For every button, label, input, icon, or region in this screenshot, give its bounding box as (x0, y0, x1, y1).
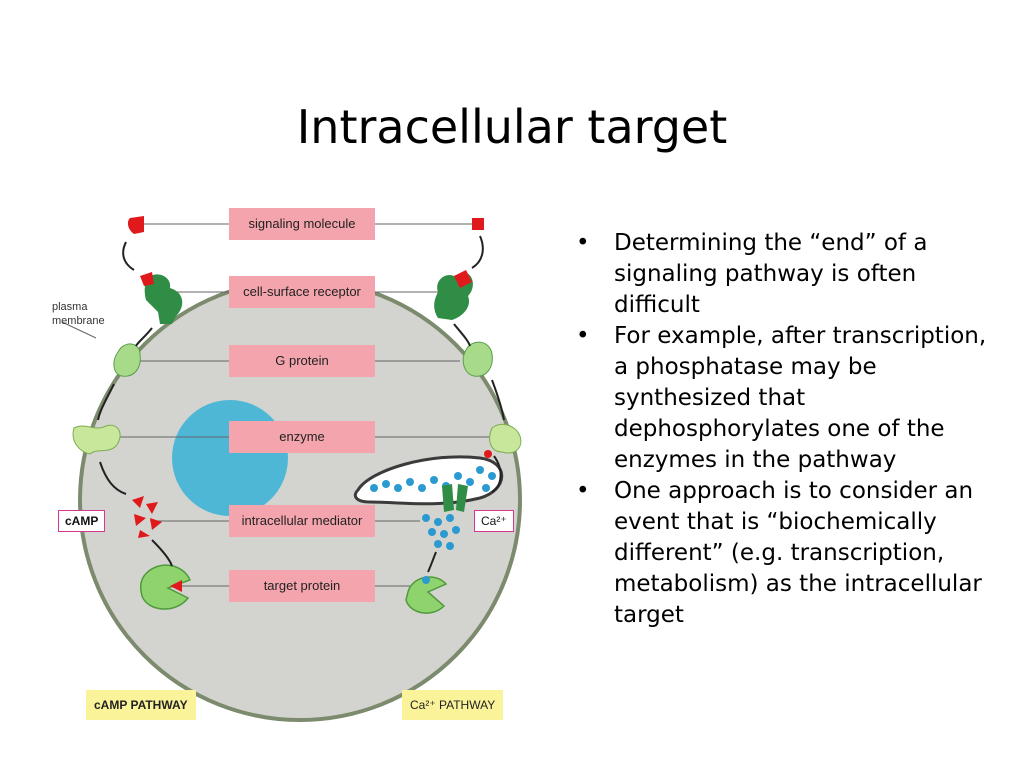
bullet-item: For example, after transcription, a phos… (574, 321, 994, 476)
g-protein-left (113, 343, 141, 377)
ip3-signal (484, 450, 492, 458)
ca-channel (442, 484, 468, 512)
membrane-pointer (61, 321, 97, 339)
receptor-left (144, 274, 183, 324)
bound-signal-right (454, 270, 472, 288)
bullet-item: One approach is to consider an event tha… (574, 476, 994, 631)
calcium-label: Ca²⁺ (474, 510, 514, 532)
bullet-item: Determining the “end” of a signaling pat… (574, 228, 994, 321)
step-target-protein: target protein (229, 570, 375, 602)
step-cell-surface-receptor: cell-surface receptor (229, 276, 375, 308)
camp-label: cAMP (58, 510, 106, 532)
camp-bound (170, 580, 182, 592)
enzyme-right (489, 423, 522, 454)
arrows-left (97, 241, 173, 567)
bullet-list: Determining the “end” of a signaling pat… (574, 228, 994, 631)
calcium-pathway-label: Ca²⁺ PATHWAY (402, 690, 504, 720)
step-signaling-molecule: signaling molecule (229, 208, 375, 240)
signal-molecule-left (127, 216, 144, 234)
arrows-right (427, 235, 505, 573)
plasma-membrane-label: plasma membrane (52, 301, 105, 327)
target-protein-right (405, 576, 448, 614)
step-enzyme: enzyme (229, 421, 375, 453)
camp-molecules (132, 496, 162, 538)
camp-pathway-label: cAMP PATHWAY (86, 690, 196, 720)
nucleus (172, 400, 288, 516)
step-g-protein: G protein (229, 345, 375, 377)
bound-signal-left (140, 272, 154, 286)
calcium-in-er (370, 466, 496, 492)
released-calcium (422, 514, 460, 550)
diagram-artwork (61, 216, 522, 722)
enzyme-left (72, 424, 121, 455)
step-intracellular-mediator: intracellular mediator (229, 505, 375, 537)
signaling-pathway-diagram: signaling molecule cell-surface receptor… (40, 200, 540, 740)
slide-title: Intracellular target (296, 100, 728, 154)
calcium-bound (422, 576, 430, 584)
target-protein-left (139, 564, 192, 610)
g-protein-right (462, 341, 493, 377)
signal-molecule-right (472, 218, 484, 230)
